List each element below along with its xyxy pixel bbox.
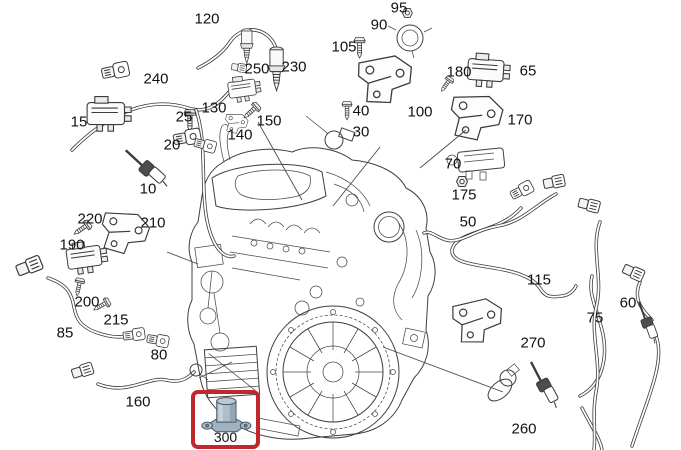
part-label-95[interactable]: 95: [390, 0, 408, 17]
part-glyphs: [14, 7, 668, 410]
leader-lines: [166, 121, 504, 393]
part-label-65[interactable]: 65: [519, 62, 537, 80]
engine-illustration: [187, 124, 436, 440]
part-label-70[interactable]: 70: [444, 155, 462, 173]
part-label-270[interactable]: 270: [520, 334, 546, 352]
part-label-130[interactable]: 130: [201, 99, 227, 117]
part-label-180[interactable]: 180: [446, 63, 472, 81]
part-label-100[interactable]: 100: [407, 103, 433, 121]
part-label-60[interactable]: 60: [619, 294, 637, 312]
part-label-30[interactable]: 30: [352, 123, 370, 141]
part-label-160[interactable]: 160: [125, 393, 151, 411]
part-label-240[interactable]: 240: [143, 70, 169, 88]
part-label-85[interactable]: 85: [56, 324, 74, 342]
selected-part-icon: [201, 397, 252, 433]
part-glyph-70: [446, 147, 506, 181]
part-glyph-90: [387, 24, 433, 59]
part-label-90[interactable]: 90: [370, 16, 388, 34]
selected-part-number: 300: [213, 429, 238, 445]
part-label-105[interactable]: 105: [331, 38, 357, 56]
part-label-215[interactable]: 215: [103, 311, 129, 329]
part-label-140[interactable]: 140: [227, 126, 253, 144]
part-label-15[interactable]: 15: [70, 113, 88, 131]
part-label-150[interactable]: 150: [256, 112, 282, 130]
part-label-190[interactable]: 190: [59, 236, 85, 254]
wiring-harnesses: [46, 28, 661, 450]
part-label-115[interactable]: 115: [527, 271, 551, 289]
part-label-200[interactable]: 200: [74, 293, 100, 311]
part-label-50[interactable]: 50: [459, 213, 477, 231]
part-label-220[interactable]: 220: [77, 210, 103, 228]
part-label-250[interactable]: 250: [244, 60, 270, 78]
part-glyph-160-sensor: [189, 363, 209, 381]
part-label-210[interactable]: 210: [140, 214, 166, 232]
part-label-230[interactable]: 230: [281, 58, 307, 76]
part-label-40[interactable]: 40: [352, 102, 370, 120]
part-glyph-260: [487, 363, 520, 402]
part-label-175[interactable]: 175: [451, 186, 477, 204]
part-label-170[interactable]: 170: [507, 111, 533, 129]
part-label-120[interactable]: 120: [194, 10, 220, 28]
part-label-25[interactable]: 25: [175, 108, 193, 126]
part-label-260[interactable]: 260: [511, 420, 537, 438]
selected-part-highlight[interactable]: 300: [191, 390, 260, 449]
part-label-75[interactable]: 75: [586, 309, 604, 327]
part-label-10[interactable]: 10: [139, 180, 157, 198]
part-label-80[interactable]: 80: [150, 346, 168, 364]
part-glyph-30: [305, 115, 356, 150]
part-label-20[interactable]: 20: [163, 136, 181, 154]
